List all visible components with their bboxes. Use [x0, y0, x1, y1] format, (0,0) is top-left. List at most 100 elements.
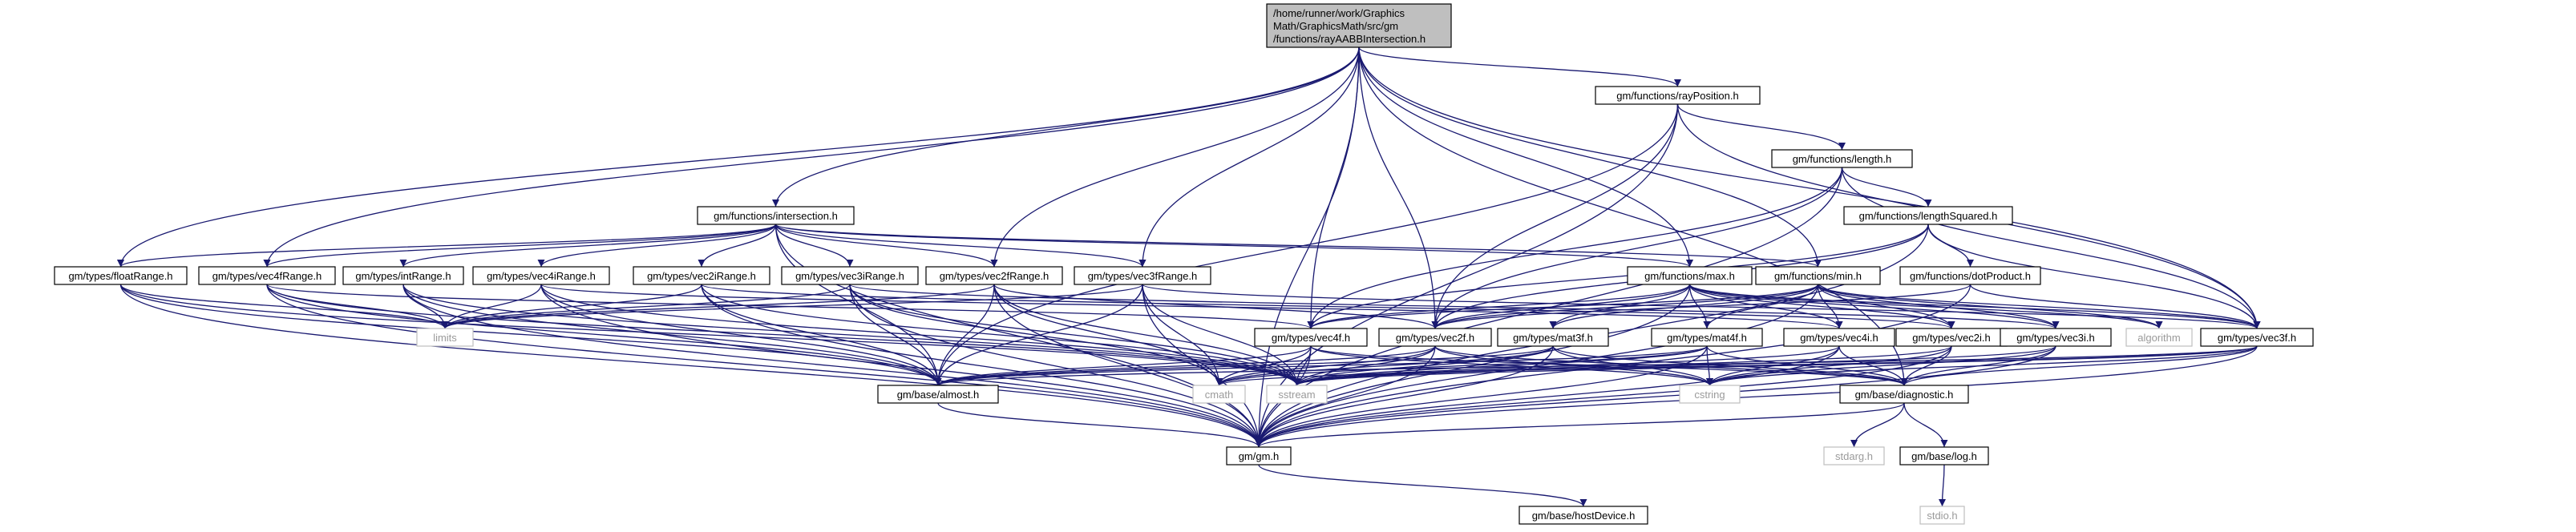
node-min[interactable]: gm/functions/min.h: [1755, 266, 1881, 285]
edge-diagnostic-to-log: [1903, 402, 1948, 448]
node-label-vec2iRange: gm/types/vec2iRange.h: [647, 270, 756, 282]
node-vec3f[interactable]: gm/types/vec3f.h: [2200, 328, 2314, 347]
node-mat3f[interactable]: gm/types/mat3f.h: [1497, 328, 1609, 347]
edge-vec3fRange-to-vec3f: [1142, 284, 2261, 329]
node-box-mat4f: [1651, 328, 1763, 347]
node-vec2f[interactable]: gm/types/vec2f.h: [1378, 328, 1492, 347]
edge-mat4f-to-cmath: [1215, 345, 1708, 386]
node-box-gm: [1226, 446, 1292, 466]
edge-vec3i-to-gm: [1255, 345, 2056, 448]
edge-root-to-floatRange: [117, 46, 1360, 268]
node-label-mat3f: gm/types/mat3f.h: [1513, 332, 1593, 344]
edge-vec4f-to-almost: [934, 345, 1312, 386]
edge-vec2f-to-almost: [934, 345, 1436, 386]
edge-floatRange-to-almost: [119, 284, 942, 386]
node-label-vec2fRange: gm/types/vec2fRange.h: [940, 270, 1049, 282]
node-cmath: cmath: [1192, 385, 1246, 404]
edge-vec4iRange-to-almost: [540, 284, 942, 386]
node-diagnostic[interactable]: gm/base/diagnostic.h: [1839, 385, 1969, 404]
edge-vec3iRange-to-almost: [849, 284, 942, 386]
node-box-diagnostic: [1839, 385, 1969, 404]
node-mat4f[interactable]: gm/types/mat4f.h: [1651, 328, 1763, 347]
edge-min-to-vec2f: [1431, 284, 1819, 329]
node-label-diagnostic: gm/base/diagnostic.h: [1855, 389, 1954, 401]
node-label-vec4iRange: gm/types/vec4iRange.h: [487, 270, 596, 282]
node-box-intRange: [342, 266, 464, 285]
node-box-vec4fRange: [198, 266, 336, 285]
node-intRange[interactable]: gm/types/intRange.h: [342, 266, 464, 285]
node-label-vec3f: gm/types/vec3f.h: [2218, 332, 2296, 344]
node-box-floatRange: [54, 266, 188, 285]
node-rayPosition[interactable]: gm/functions/rayPosition.h: [1595, 86, 1761, 105]
node-vec2iRange[interactable]: gm/types/vec2iRange.h: [633, 266, 770, 285]
node-length[interactable]: gm/functions/length.h: [1771, 149, 1913, 168]
node-dotProduct[interactable]: gm/functions/dotProduct.h: [1899, 266, 2041, 285]
node-stdarg: stdarg.h: [1823, 446, 1885, 466]
edge-floatRange-to-sstream: [119, 284, 1300, 386]
edge-vec3i-to-sstream: [1293, 345, 2056, 386]
edge-root-to-max: [1358, 46, 1694, 268]
edge-vec2fRange-to-almost: [934, 284, 995, 386]
node-log[interactable]: gm/base/log.h: [1899, 446, 1989, 466]
node-intersection[interactable]: gm/functions/intersection.h: [697, 206, 855, 225]
node-hostDevice[interactable]: gm/base/hostDevice.h: [1519, 506, 1648, 525]
edge-vec3iRange-to-gm: [849, 284, 1263, 448]
node-vec4i[interactable]: gm/types/vec4i.h: [1783, 328, 1895, 347]
edge-max-to-vec2f: [1431, 284, 1691, 329]
node-almost[interactable]: gm/base/almost.h: [877, 385, 999, 404]
node-floatRange[interactable]: gm/types/floatRange.h: [54, 266, 188, 285]
node-box-cmath: [1192, 385, 1246, 404]
node-vec4f[interactable]: gm/types/vec4f.h: [1254, 328, 1368, 347]
edge-rayPosition-to-length: [1676, 103, 1846, 151]
node-vec4iRange[interactable]: gm/types/vec4iRange.h: [472, 266, 610, 285]
node-label-intersection: gm/functions/intersection.h: [714, 210, 838, 222]
node-box-cstring: [1679, 385, 1741, 404]
node-max[interactable]: gm/functions/max.h: [1627, 266, 1753, 285]
node-algorithm: algorithm: [2125, 328, 2193, 347]
edge-dotProduct-to-vec3f: [1969, 284, 2261, 329]
edge-intersection-to-vec3fRange: [774, 224, 1146, 268]
edge-intersection-to-vec4iRange: [537, 224, 777, 268]
node-label-gm: gm/gm.h: [1239, 450, 1280, 462]
edge-vec3fRange-to-limits: [441, 284, 1143, 329]
edge-intersection-to-max: [774, 224, 1693, 268]
edge-vec3fRange-to-gm: [1142, 284, 1263, 448]
node-box-min: [1755, 266, 1881, 285]
edge-max-to-vec2i: [1688, 284, 1955, 329]
edge-intersection-to-vec2iRange: [698, 224, 777, 268]
edge-mat4f-to-almost: [934, 345, 1708, 386]
node-gm[interactable]: gm/gm.h: [1226, 446, 1292, 466]
edge-root-to-vec3fRange: [1138, 46, 1360, 268]
edge-vec3f-to-cmath: [1215, 345, 2258, 386]
node-label-stdio: stdio.h: [1927, 510, 1957, 522]
node-vec4fRange[interactable]: gm/types/vec4fRange.h: [198, 266, 336, 285]
root-node-rayAABBIntersection[interactable]: /home/runner/work/Graphics Math/Graphics…: [1266, 3, 1452, 48]
edge-intersection-to-vec4fRange: [263, 224, 777, 268]
edge-max-to-vec3i: [1688, 284, 2060, 329]
edge-vec4fRange-to-almost: [266, 284, 942, 386]
edge-rayPosition-to-vec2f: [1431, 103, 1679, 329]
edge-vec3f-to-diagnostic: [1900, 345, 2258, 386]
node-box-intersection: [697, 206, 855, 225]
node-vec2fRange[interactable]: gm/types/vec2fRange.h: [925, 266, 1063, 285]
nodes-layer: /home/runner/work/Graphics Math/Graphics…: [54, 3, 2314, 525]
edge-vec3f-to-sstream: [1293, 345, 2258, 386]
node-vec3iRange[interactable]: gm/types/vec3iRange.h: [781, 266, 919, 285]
node-vec3fRange[interactable]: gm/types/vec3fRange.h: [1074, 266, 1211, 285]
node-label-floatRange: gm/types/floatRange.h: [68, 270, 172, 282]
root-label-line-3: /functions/rayAABBIntersection.h: [1273, 33, 1425, 45]
node-label-cmath: cmath: [1205, 389, 1233, 401]
edge-intRange-to-gm: [402, 284, 1263, 448]
edge-vec2fRange-to-limits: [441, 284, 995, 329]
node-lengthSquared[interactable]: gm/functions/lengthSquared.h: [1843, 206, 2013, 225]
node-vec3i[interactable]: gm/types/vec3i.h: [2000, 328, 2112, 347]
edge-gm-to-hostDevice: [1258, 464, 1587, 507]
node-box-limits: [416, 328, 474, 347]
edge-diagnostic-to-gm: [1255, 402, 1905, 448]
edge-vec3f-to-cstring: [1706, 345, 2258, 386]
edge-max-to-mat3f: [1549, 284, 1691, 329]
edge-vec3i-to-cstring: [1706, 345, 2056, 386]
node-vec2i[interactable]: gm/types/vec2i.h: [1895, 328, 2008, 347]
edge-vec4iRange-to-limits: [441, 284, 542, 329]
node-label-vec3fRange: gm/types/vec3fRange.h: [1088, 270, 1198, 282]
